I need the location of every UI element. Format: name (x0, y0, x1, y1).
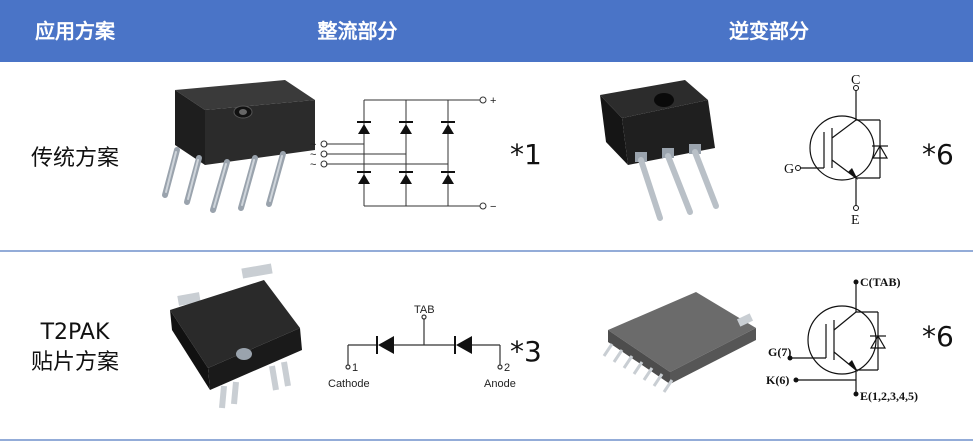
inverter-note-traditional: *6 (922, 138, 954, 171)
rectifier-note-t2pak: *3 (510, 335, 542, 368)
rectifier-note-traditional: *1 (510, 138, 542, 171)
bridge-rectifier-package-image (162, 80, 315, 213)
scheme-t2pak-line1: T2PAK (40, 320, 110, 345)
bridge-ac-label-1: ~ (310, 139, 316, 151)
igbt-symbol-traditional: C G E (784, 73, 889, 228)
igbt-e-pins-label: E(1,2,3,4,5) (860, 389, 918, 403)
scheme-t2pak-line2: 贴片方案 (30, 350, 119, 375)
t2pak-diode-schematic: TAB 1 2 Cathode Anode (328, 304, 516, 390)
bridge-minus-label: − (490, 201, 496, 213)
inverter-note-t2pak: *6 (922, 320, 954, 353)
t2pak-igbt-package-image (602, 292, 756, 393)
row-divider (0, 439, 973, 441)
diode-anode-label: Anode (484, 378, 516, 390)
row-divider (0, 250, 973, 252)
scheme-t2pak: T2PAK 贴片方案 (0, 318, 150, 378)
bridge-plus-label: + (490, 95, 496, 107)
header-application-scheme: 应用方案 (35, 19, 115, 43)
bridge-ac-label-3: ~ (310, 159, 316, 171)
bridge-ac-label-2: ~ (310, 149, 316, 161)
header-rectifier-section: 整流部分 (317, 19, 398, 43)
igbt-g7-label: G(7) (768, 345, 791, 359)
igbt-c-label: C (851, 73, 860, 88)
igbt-k6-label: K(6) (766, 373, 789, 387)
bridge-rectifier-schematic: + − ~ ~ ~ (310, 95, 496, 213)
table-header: 应用方案 整流部分 逆变部分 (0, 0, 973, 62)
igbt-c-tab-label: C(TAB) (860, 275, 900, 289)
t2pak-diode-package-image (170, 263, 302, 409)
igbt-g-label: G (784, 162, 794, 177)
diode-cathode-label: Cathode (328, 378, 370, 390)
igbt-symbol-t2pak: C(TAB) G(7) K(6) E(1,2,3,4,5) (766, 275, 918, 403)
igbt-e-label: E (851, 213, 860, 228)
header-inverter-section: 逆变部分 (729, 19, 809, 43)
diode-tab-label: TAB (414, 304, 435, 316)
to247-package-image (600, 80, 719, 221)
diode-pin1-label: 1 (352, 362, 358, 374)
diode-pin2-label: 2 (504, 362, 510, 374)
scheme-traditional: 传统方案 (30, 146, 119, 171)
